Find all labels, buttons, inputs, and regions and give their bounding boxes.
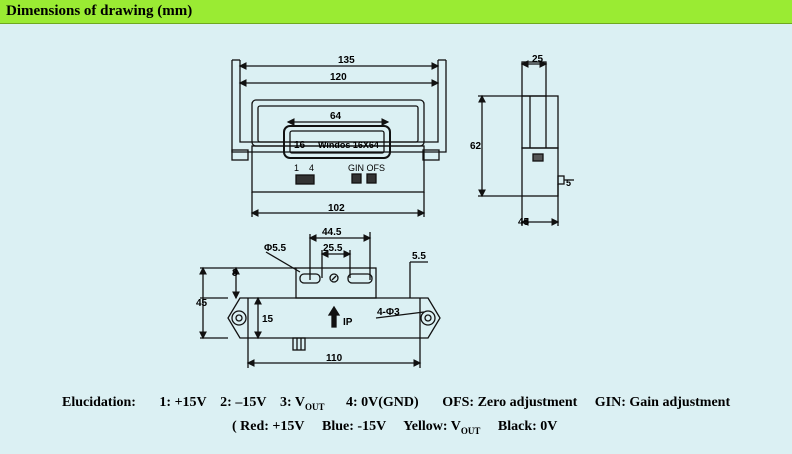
wire-blue: Blue: -15V	[322, 419, 387, 434]
adj-labels: GIN OFS	[348, 163, 385, 173]
dim-inner-width: 120	[330, 72, 347, 83]
dim-side-height: 62	[470, 141, 482, 152]
pin-3-desc: 3: VOUT	[279, 395, 325, 412]
holes-label: 4-Φ3	[377, 307, 400, 318]
pin-2-desc: 2: –15V	[220, 395, 267, 410]
page-title: Dimensions of drawing (mm)	[6, 3, 193, 19]
wire-red: ( Red: +15V	[232, 419, 305, 434]
dim-bottom-span: 44.5	[322, 227, 342, 238]
front-view	[231, 59, 447, 217]
dim-bottom-offset: 8	[232, 268, 238, 279]
arrow-label: IP	[343, 317, 353, 328]
elucidation-line-2: ( Red: +15V Blue: -15V Yellow: VOUT Blac…	[232, 419, 571, 436]
page-header: Dimensions of drawing (mm)	[0, 0, 792, 24]
dim-window-height: 16	[294, 140, 306, 151]
dim-bottom-length: 110	[326, 353, 343, 364]
ofs-desc: OFS: Zero adjustment	[442, 395, 578, 410]
dim-side-top: 25	[532, 54, 544, 65]
gin-desc: GIN: Gain adjustment	[594, 395, 731, 410]
wire-black: Black: 0V	[497, 419, 558, 434]
pin-4-desc: 4: 0V(GND)	[345, 395, 419, 410]
dim-base-width: 102	[328, 203, 345, 214]
dim-bottom-inner: 25.5	[323, 243, 343, 254]
dim-window-width: 64	[330, 111, 342, 122]
window-label: Windos 16X64	[318, 140, 379, 150]
elucidation-label: Elucidation:	[62, 395, 136, 410]
dim-hole-diameter: Φ5.5	[264, 243, 287, 254]
dimension-drawing: 135 120 64 16 Windos 16X64 1 4 GIN OFS 1…	[196, 54, 574, 368]
dim-bottom-depth: 15	[262, 314, 274, 325]
dim-side-stub: 5	[566, 178, 571, 188]
bottom-view	[199, 232, 441, 368]
pin-labels: 1 4	[294, 163, 314, 173]
pin-1-desc: 1: +15V	[159, 395, 207, 410]
dim-bottom-right: 5.5	[412, 251, 426, 262]
side-view	[478, 60, 574, 226]
elucidation-line-1: Elucidation: 1: +15V 2: –15V 3: VOUT 4: …	[62, 395, 744, 412]
dim-total-width: 135	[338, 55, 355, 66]
dim-bottom-height: 45	[196, 298, 208, 309]
wire-yellow: Yellow: VOUT	[403, 419, 481, 436]
dim-side-bottom: 45	[518, 217, 530, 228]
